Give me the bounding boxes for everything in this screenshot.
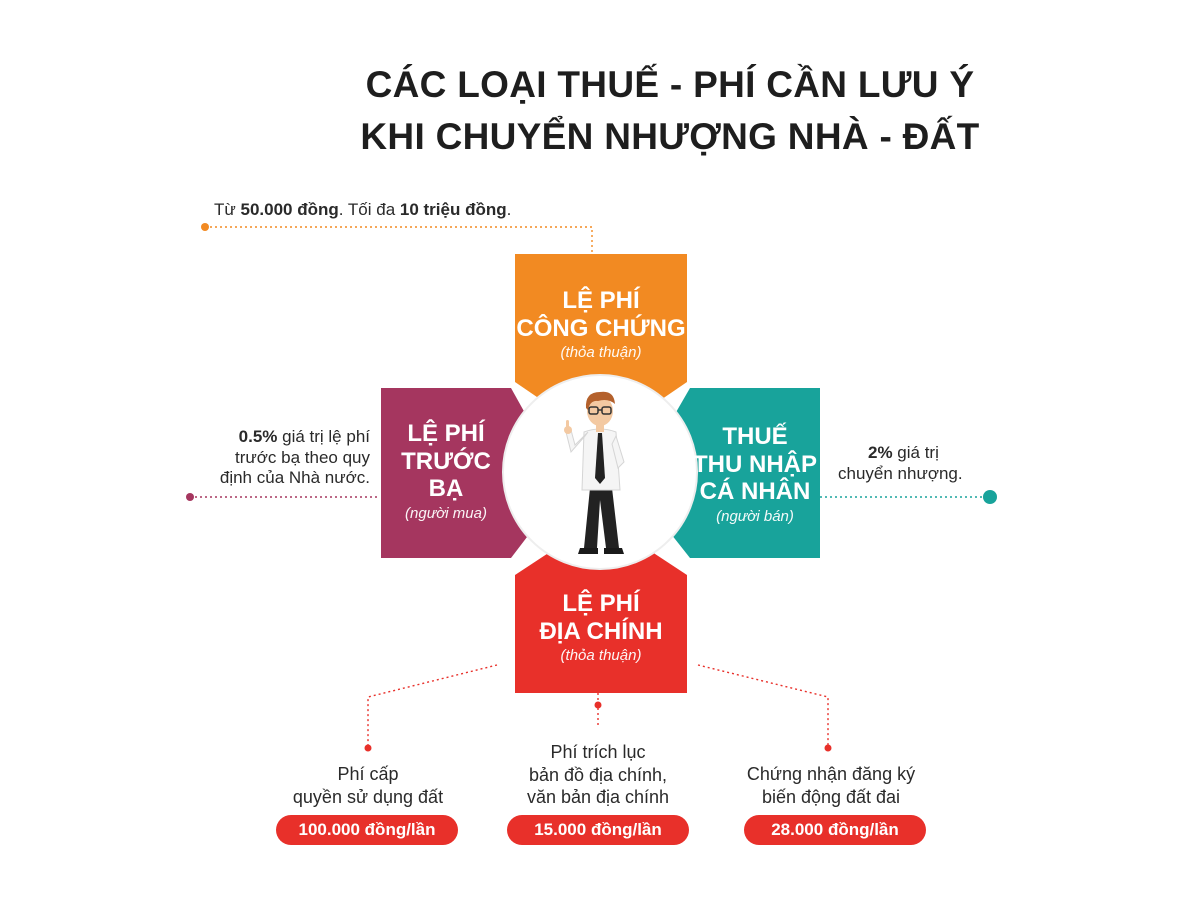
top-note-prefix: Từ — [214, 200, 241, 219]
block-top-line-1: LỆ PHÍ — [562, 287, 640, 314]
fee-3-description: Chứng nhận đăng ký biến động đất đai — [726, 763, 936, 808]
right-note-line-1: 2% giá trị — [838, 443, 988, 464]
top-note-middle: . Tối đa — [338, 200, 400, 219]
block-right-line-2: THU NHẬP — [693, 450, 817, 478]
block-bottom — [515, 548, 687, 693]
block-right-line-1: THUẾ — [722, 423, 788, 450]
top-note: Từ 50.000 đồng. Tối đa 10 triệu đồng. — [214, 200, 511, 221]
left-note-line-3: định của Nhà nước. — [219, 468, 370, 488]
connector-lines — [190, 226, 990, 748]
right-dot — [983, 490, 997, 504]
fee-1-description: Phí cấp quyền sử dụng đất — [268, 763, 468, 808]
block-right — [660, 388, 820, 558]
block-left-sub: (người mua) — [405, 504, 487, 522]
block-left-line-3: BẠ — [428, 475, 464, 503]
block-bottom-line-1: LỆ PHÍ — [562, 590, 640, 617]
title-line-1: CÁC LOẠI THUẾ - PHÍ CẦN LƯU Ý — [365, 64, 975, 105]
lower-arm — [611, 434, 625, 469]
block-right-line-3: CÁ NHÂN — [699, 478, 811, 506]
top-dot — [201, 223, 209, 231]
face — [587, 396, 613, 426]
right-note-percent: 2% — [868, 443, 893, 462]
tie — [595, 433, 605, 484]
fee-3-line-2: biến động đất đai — [761, 786, 901, 807]
pointing-finger — [566, 420, 569, 430]
top-note-suffix: . — [506, 200, 512, 219]
fee-2-description: Phí trích lục bản đồ địa chính, văn bản … — [493, 741, 703, 809]
right-note-line-2: chuyển nhượng. — [838, 463, 963, 483]
businessman-illustration — [564, 391, 625, 554]
hair — [585, 391, 615, 410]
trousers — [584, 488, 619, 548]
left-note-line-2: trước bạ theo quy — [235, 447, 370, 467]
fee-1-connector — [367, 664, 498, 748]
top-connector — [205, 226, 593, 253]
block-left-line-1: LỆ PHÍ — [407, 420, 485, 447]
fee-2-line-2: bản đồ địa chính, — [528, 764, 668, 785]
fee-3-line-1: Chứng nhận đăng ký — [746, 764, 916, 784]
block-bottom-label: LỆ PHÍ ĐỊA CHÍNH (thỏa thuận) — [515, 590, 687, 664]
block-bottom-line-2: ĐỊA CHÍNH — [539, 617, 663, 645]
left-note: 0.5% giá trị lệ phí trước bạ theo quy đị… — [190, 427, 370, 489]
right-note: 2% giá trị chuyển nhượng. — [838, 443, 988, 484]
center-circle-outline — [502, 374, 698, 570]
right-shoe — [604, 548, 624, 554]
block-right-sub: (người bán) — [716, 507, 794, 525]
block-bottom-sub: (thỏa thuận) — [560, 647, 642, 665]
fee-2-price-badge: 15.000 đồng/lần — [507, 815, 689, 845]
fee-3-price-badge: 28.000 đồng/lần — [744, 815, 926, 845]
block-top — [515, 254, 687, 410]
fee-1-line-1: Phí cấp — [337, 764, 399, 784]
fee-1-price-badge: 100.000 đồng/lần — [276, 815, 458, 845]
block-top-label: LỆ PHÍ CÔNG CHỨNG (thỏa thuận) — [515, 287, 687, 361]
fee-3-connector — [697, 664, 829, 748]
connector-dots — [186, 223, 997, 752]
top-note-amount-from: 50.000 đồng — [240, 200, 339, 219]
block-left — [381, 388, 540, 558]
top-note-amount-max: 10 triệu đồng — [399, 200, 507, 219]
left-note-percent: 0.5% — [238, 427, 278, 446]
fee-2-dot — [594, 701, 602, 709]
fee-3-dot — [824, 744, 832, 752]
title-line-2: KHI CHUYỂN NHƯỢNG NHÀ - ĐẤT — [360, 116, 980, 157]
block-left-line-2: TRƯỚC — [401, 447, 491, 475]
fee-2-line-3: văn bản địa chính — [526, 787, 670, 807]
block-left-label: LỆ PHÍ TRƯỚC BẠ (người mua) — [381, 420, 511, 522]
left-note-line-1-rest: giá trị lệ phí — [277, 427, 370, 446]
fee-2-line-1: Phí trích lục — [550, 742, 646, 762]
left-shoe — [578, 548, 598, 554]
block-right-label: THUẾ THU NHẬP CÁ NHÂN (người bán) — [690, 423, 820, 525]
right-note-line-1-rest: giá trị — [892, 443, 939, 462]
fee-1-dot — [364, 744, 372, 752]
block-top-line-2: CÔNG CHỨNG — [516, 314, 686, 342]
left-note-line-1: 0.5% giá trị lệ phí — [190, 427, 370, 448]
left-dot — [186, 493, 194, 501]
neck — [596, 422, 604, 432]
fee-1-line-2: quyền sử dụng đất — [292, 786, 444, 807]
block-top-sub: (thỏa thuận) — [560, 344, 642, 362]
